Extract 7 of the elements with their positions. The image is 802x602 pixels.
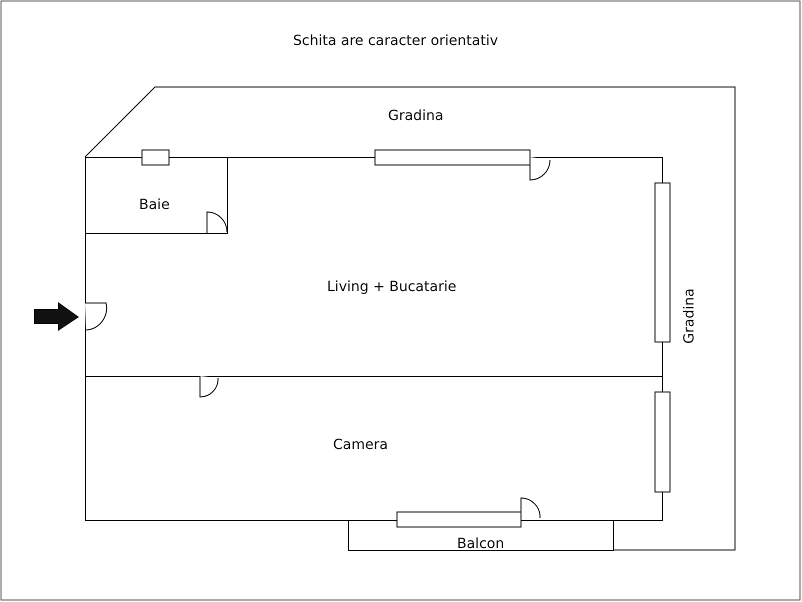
room-label: Balcon	[457, 536, 504, 552]
garden-label: Gradina	[682, 288, 698, 344]
plan-title: Schita are caracter orientativ	[293, 33, 498, 49]
room-label: Baie	[139, 197, 170, 213]
room-label: Camera	[333, 437, 388, 453]
garden-label: Gradina	[388, 108, 444, 124]
room-label: Living + Bucatarie	[327, 279, 456, 295]
